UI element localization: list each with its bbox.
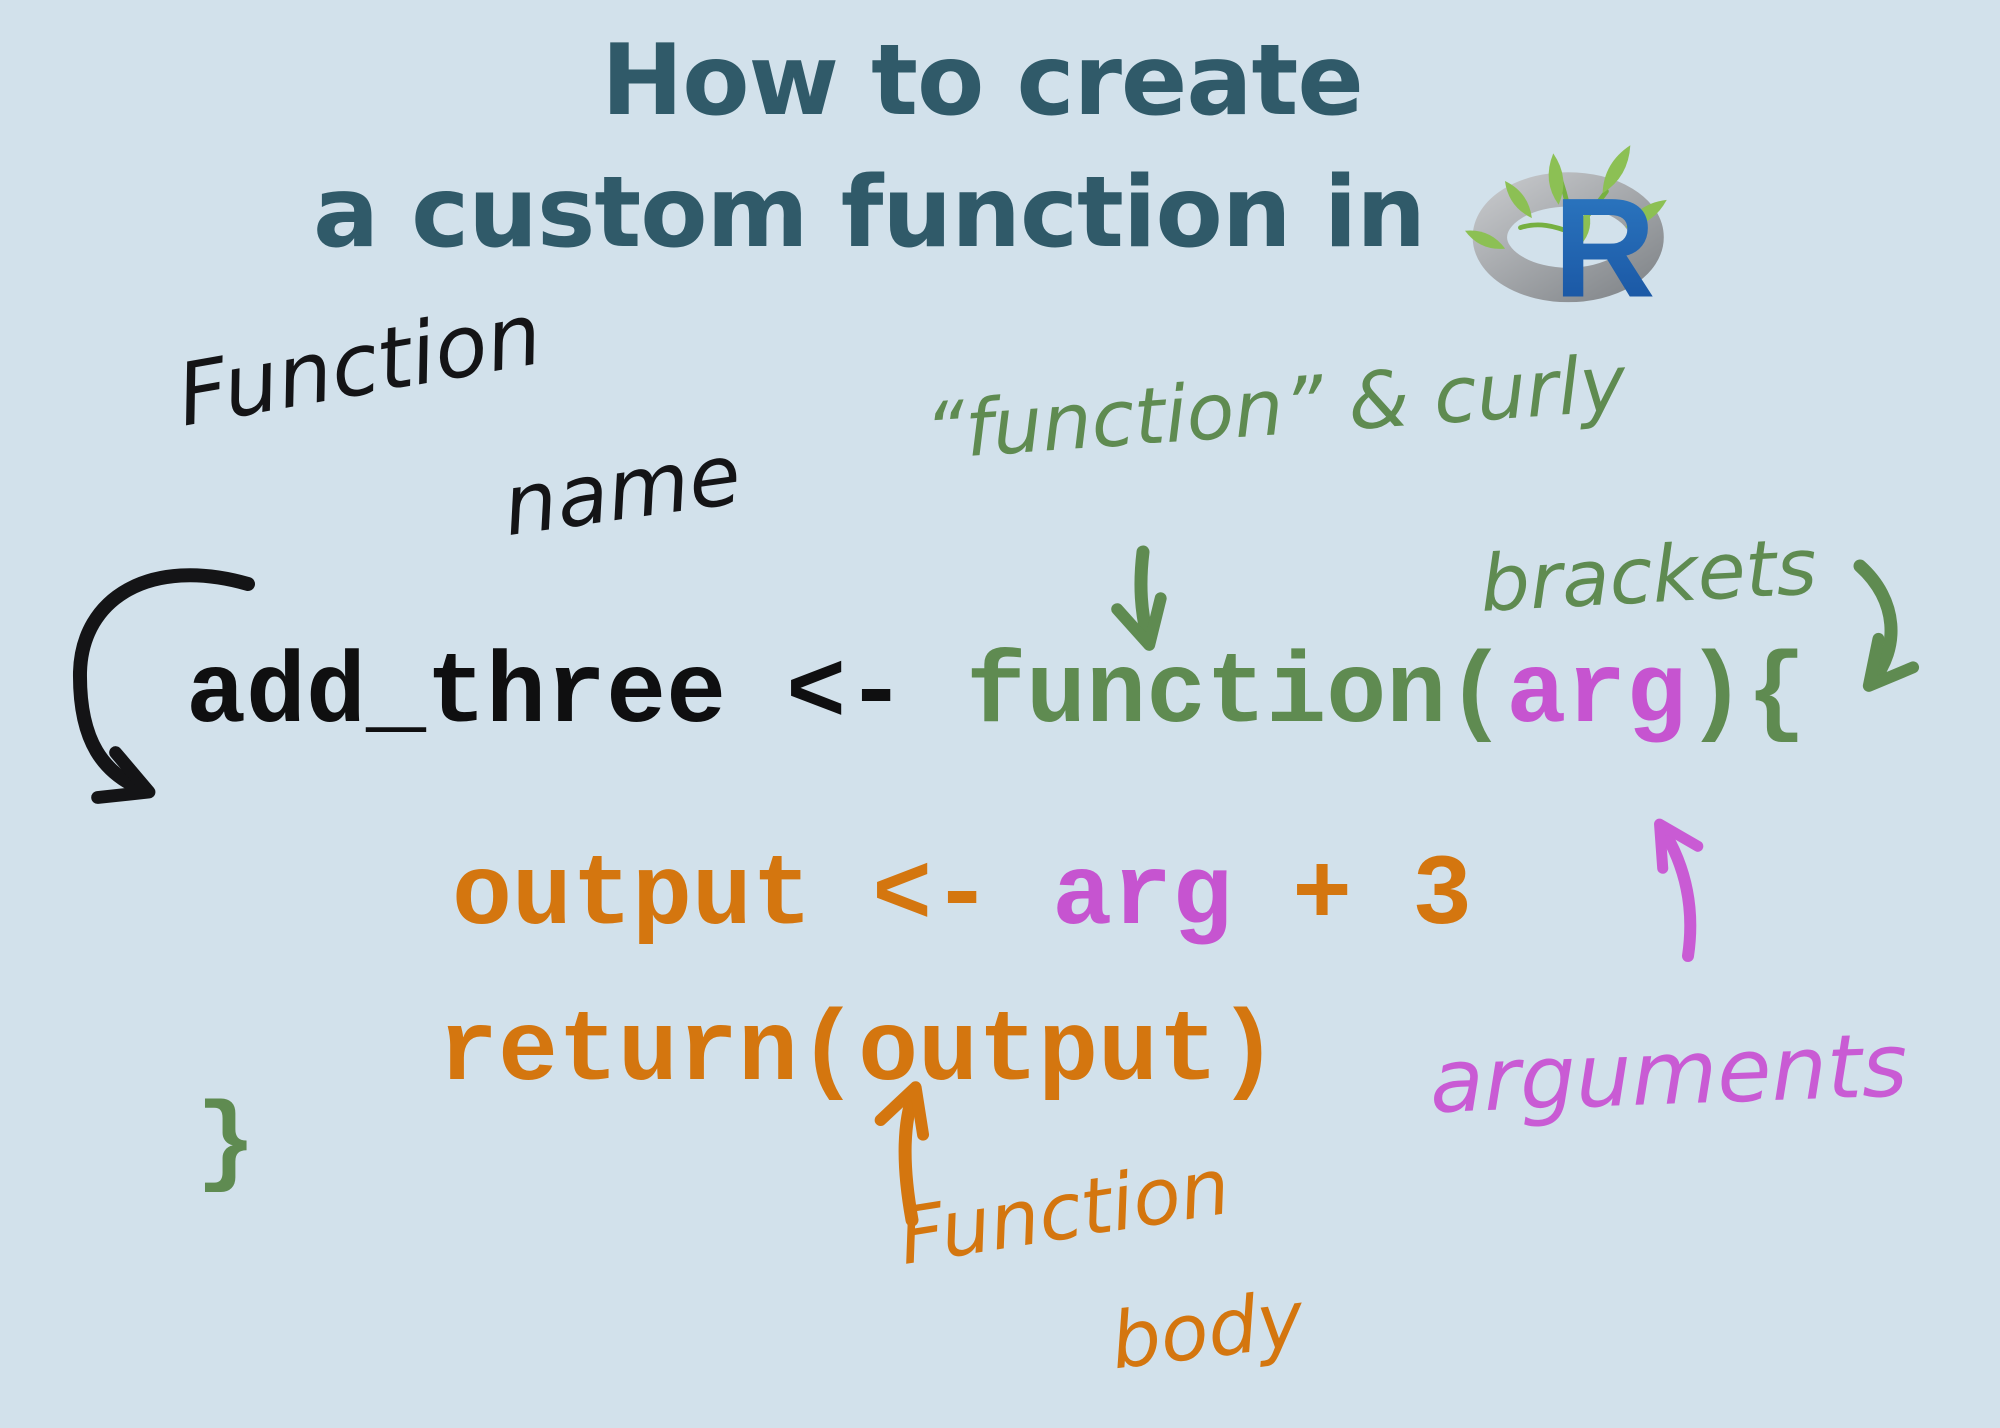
arguments-note: arguments (1428, 1013, 1910, 1133)
code-token-close-brace: } (196, 1089, 257, 1202)
keyword-note-line-2: brackets (1478, 522, 1819, 630)
code-line-body-assignment: output <- arg + 3 (452, 838, 1472, 958)
page-title-row-2: a custom function in (0, 128, 2000, 306)
code-token-plus-three: + 3 (1232, 841, 1473, 954)
page-title-line-2: a custom function in (312, 156, 1426, 271)
function-name-note-word-2: name (497, 424, 747, 556)
function-name-note-word-1: Function (170, 284, 549, 447)
logo-leaves (1465, 145, 1667, 249)
code-token-arg-use: arg (1052, 841, 1233, 954)
curly-bracket-arrow (1853, 559, 1920, 692)
code-line-function-signature: add_three <- function(arg){ (186, 636, 1806, 756)
keyword-note-line-1: “function” & curly (922, 339, 1629, 478)
page-title-line-1: How to create (601, 24, 1364, 138)
r-language-logo-icon: R (1465, 145, 1667, 306)
code-token-return: return(output) (438, 997, 1279, 1110)
arguments-arrow (1654, 818, 1704, 962)
code-line-return: return(output) (438, 994, 1278, 1114)
code-token-output-assign: output <- (452, 841, 1053, 954)
function-body-note-word-2: body (1106, 1274, 1309, 1388)
code-token-function-name: add_three <- (186, 639, 967, 752)
code-line-close-brace: } (196, 1086, 256, 1206)
logo-letter: R (1554, 168, 1656, 306)
code-token-arg: arg (1506, 639, 1687, 752)
code-token-function-keyword: function( (966, 639, 1507, 752)
code-token-open-brace: ){ (1686, 639, 1807, 752)
function-body-note-word-1: Function (893, 1141, 1236, 1283)
function-keyword-arrow (1111, 545, 1167, 651)
